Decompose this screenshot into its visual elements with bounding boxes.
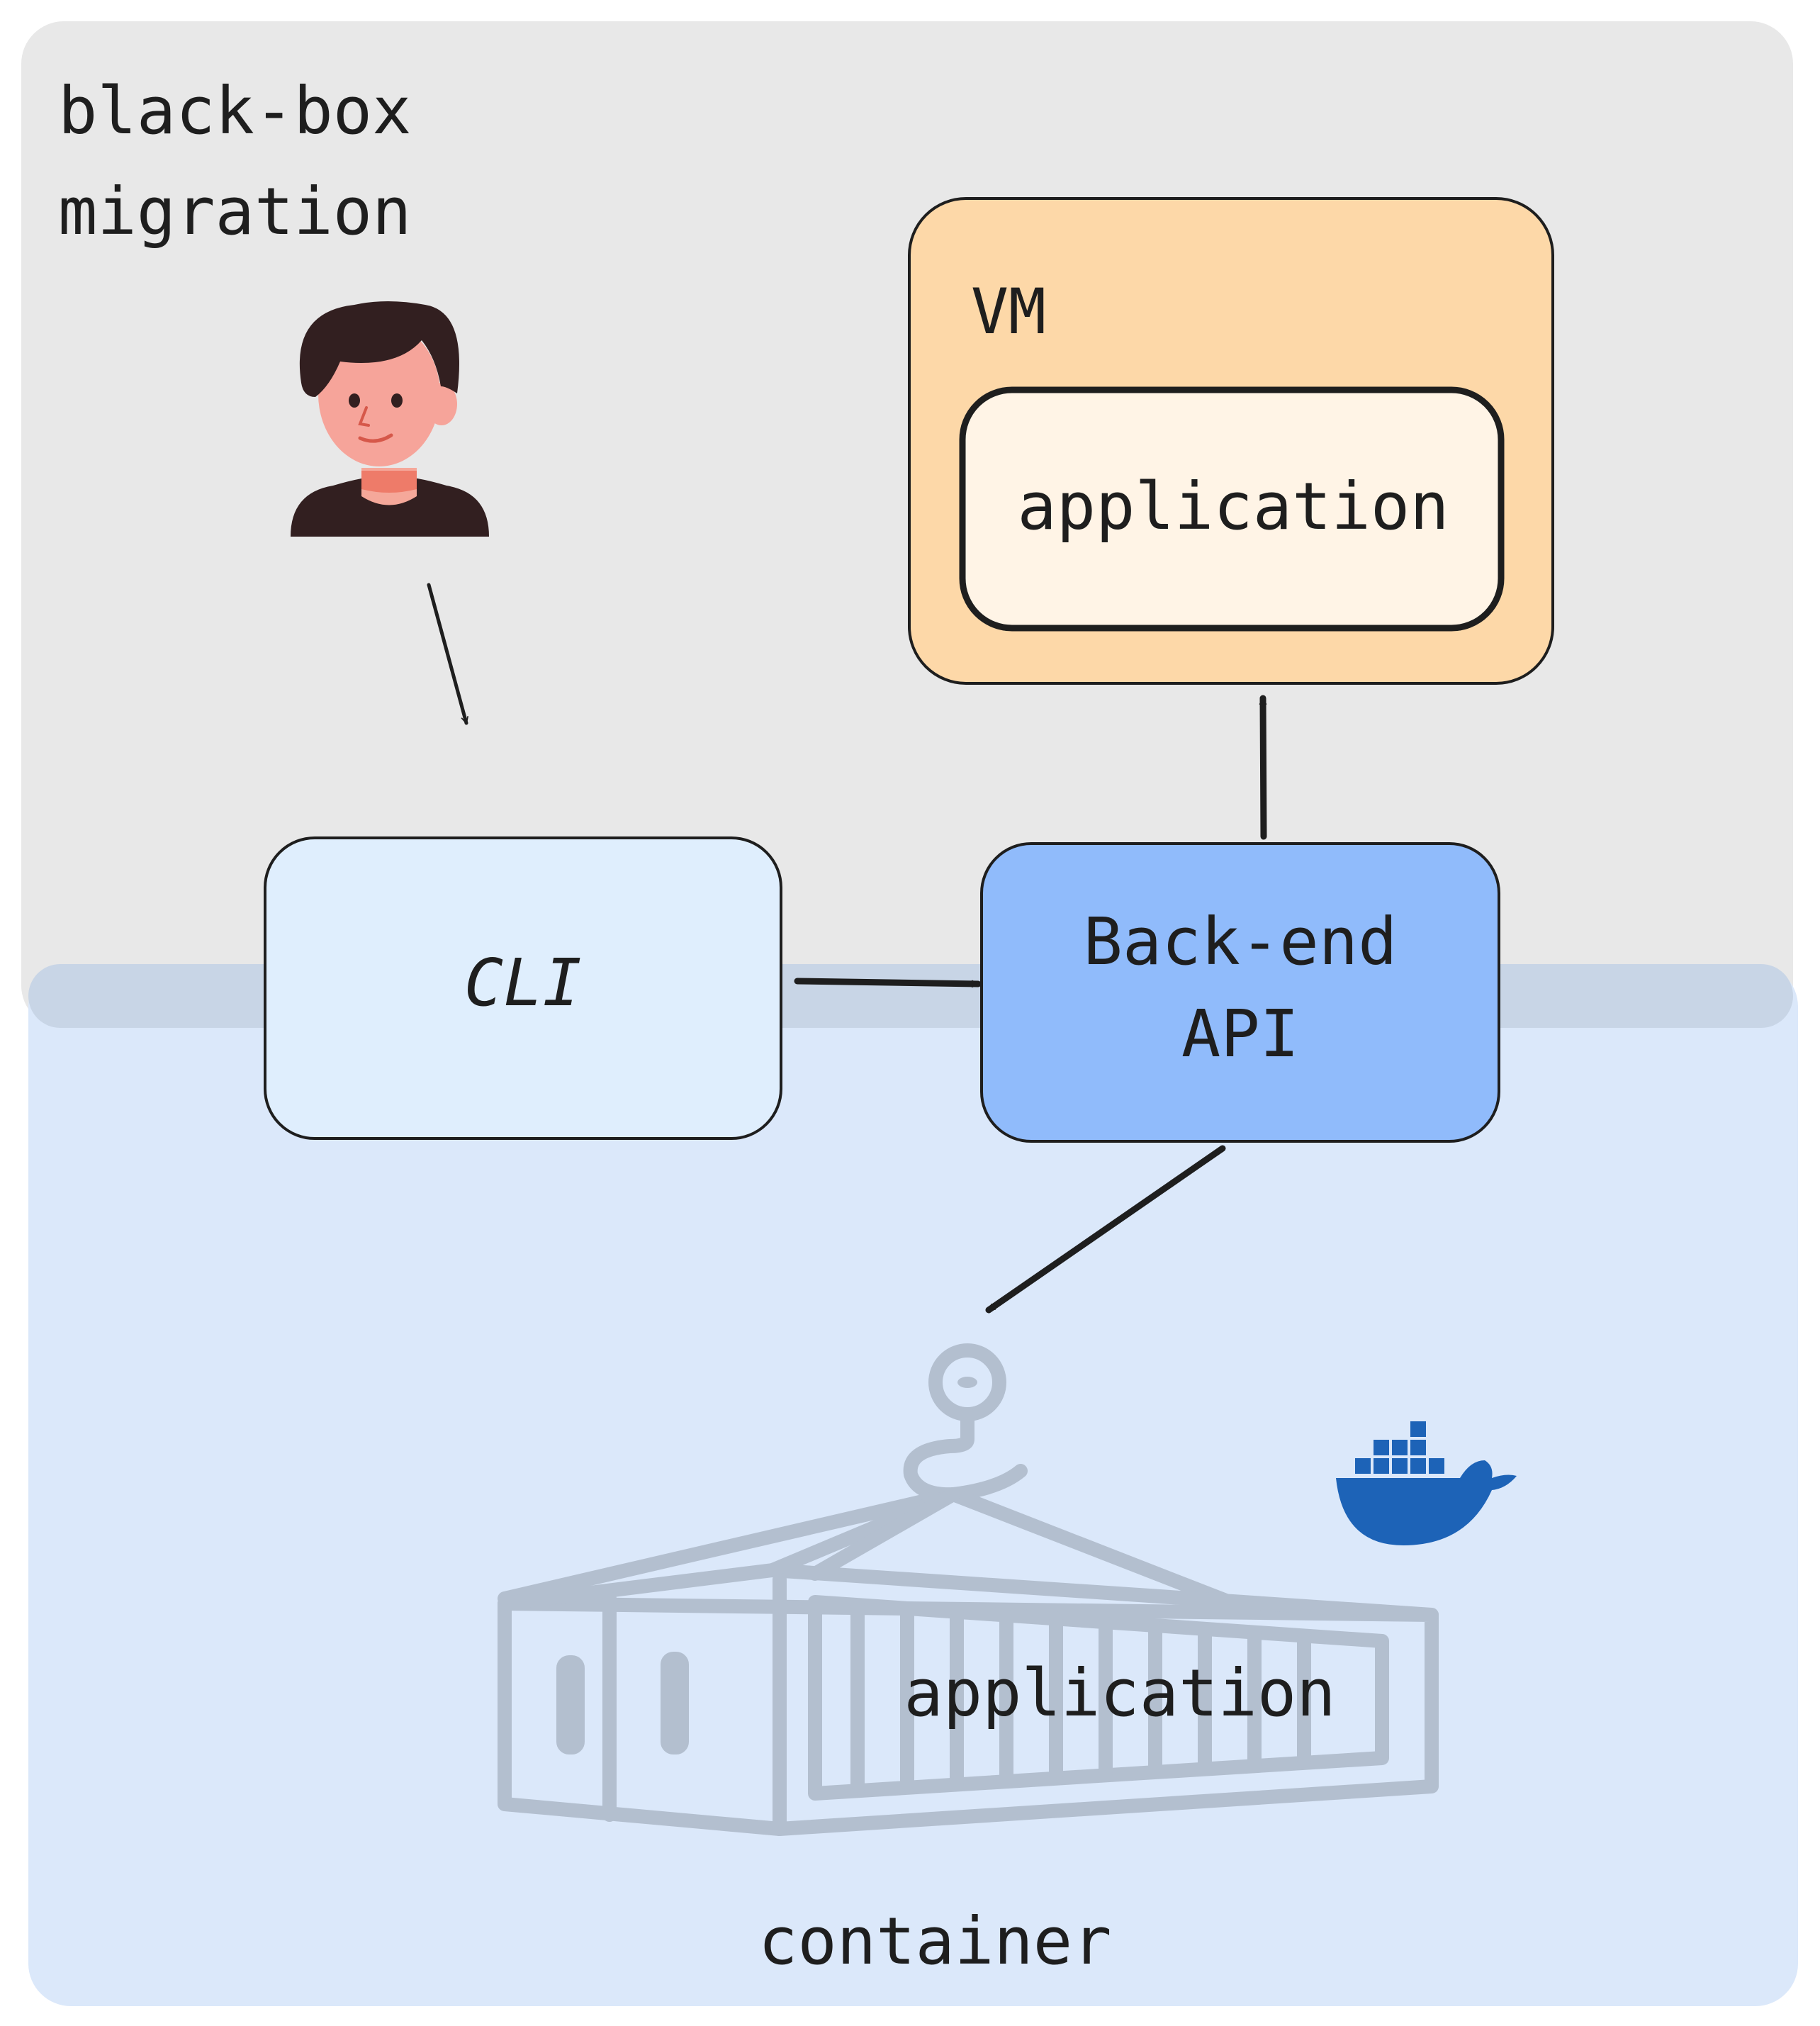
vm-label: VM xyxy=(971,275,1046,348)
container-application-label: application xyxy=(904,1655,1335,1731)
vm-application-label: application xyxy=(1017,469,1449,544)
arrow-backend-to-vm xyxy=(1259,695,1267,840)
backend-api-node: Back-end API xyxy=(980,842,1500,1143)
vm-node: VM application xyxy=(908,197,1554,685)
backend-label-line1: Back-end xyxy=(1083,904,1397,980)
container-region-label: container xyxy=(758,1903,1112,1979)
vm-application-box xyxy=(959,386,1505,632)
black-box-title-line1: black-box xyxy=(58,73,412,149)
black-box-title-line2: migration xyxy=(58,174,412,250)
docker-whale-icon xyxy=(1336,1421,1517,1545)
cli-node: CLI xyxy=(264,836,782,1140)
arrow-user-to-cli xyxy=(427,583,468,725)
cli-label: CLI xyxy=(464,945,582,1021)
backend-api-box xyxy=(980,842,1500,1143)
arrow-cli-to-backend xyxy=(794,978,982,988)
edges xyxy=(427,583,1267,1314)
arrow-backend-to-container xyxy=(985,1145,1226,1314)
person-avatar-icon xyxy=(291,301,489,537)
backend-label-line2: API xyxy=(1181,996,1299,1072)
shipping-container-icon xyxy=(498,1343,1439,1836)
cli-box xyxy=(264,836,782,1140)
